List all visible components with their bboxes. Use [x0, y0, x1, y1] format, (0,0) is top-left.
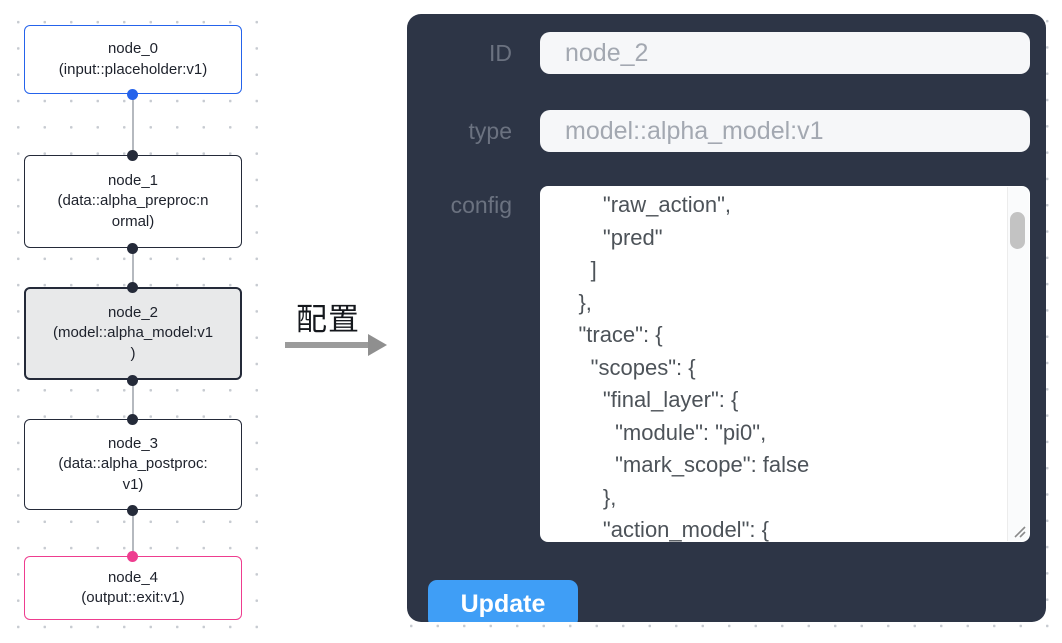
type-input[interactable] — [540, 110, 1030, 152]
config-json-text: "raw_action", "pred" ] }, "trace": { "sc… — [578, 192, 810, 542]
input-port[interactable] — [127, 550, 138, 562]
edge-connector — [132, 380, 134, 419]
node-node_2[interactable]: node_2 (model::alpha_model:v1 ) — [24, 287, 242, 380]
scrollbar-track — [1007, 187, 1029, 541]
input-port[interactable] — [127, 413, 138, 425]
input-port[interactable] — [127, 281, 138, 293]
node-config-panel: ID type config "raw_action", "pred" ] },… — [407, 14, 1046, 622]
output-port[interactable] — [127, 374, 138, 386]
scrollbar-thumb[interactable] — [1010, 212, 1025, 249]
update-button[interactable]: Update — [428, 580, 578, 622]
node-node_1[interactable]: node_1 (data::alpha_preproc:n ormal) — [24, 155, 242, 248]
output-port[interactable] — [127, 88, 138, 100]
edge-connector — [132, 510, 134, 556]
config-annotation-label: 配置 — [296, 302, 360, 337]
id-field-label: ID — [489, 40, 512, 66]
output-port[interactable] — [127, 504, 138, 516]
edge-connector — [132, 94, 134, 155]
config-textarea[interactable]: "raw_action", "pred" ] }, "trace": { "sc… — [540, 186, 1030, 542]
type-field-label: type — [468, 118, 512, 144]
config-field-label: config — [450, 192, 512, 218]
resize-handle-icon[interactable] — [1011, 523, 1027, 539]
right-arrow-icon — [285, 334, 387, 356]
node-node_4[interactable]: node_4 (output::exit:v1) — [24, 556, 242, 620]
id-input[interactable] — [540, 32, 1030, 74]
node-node_0[interactable]: node_0 (input::placeholder:v1) — [24, 25, 242, 94]
node-node_3[interactable]: node_3 (data::alpha_postproc: v1) — [24, 419, 242, 510]
input-port[interactable] — [127, 149, 138, 161]
edge-connector — [132, 248, 134, 287]
output-port[interactable] — [127, 242, 138, 254]
